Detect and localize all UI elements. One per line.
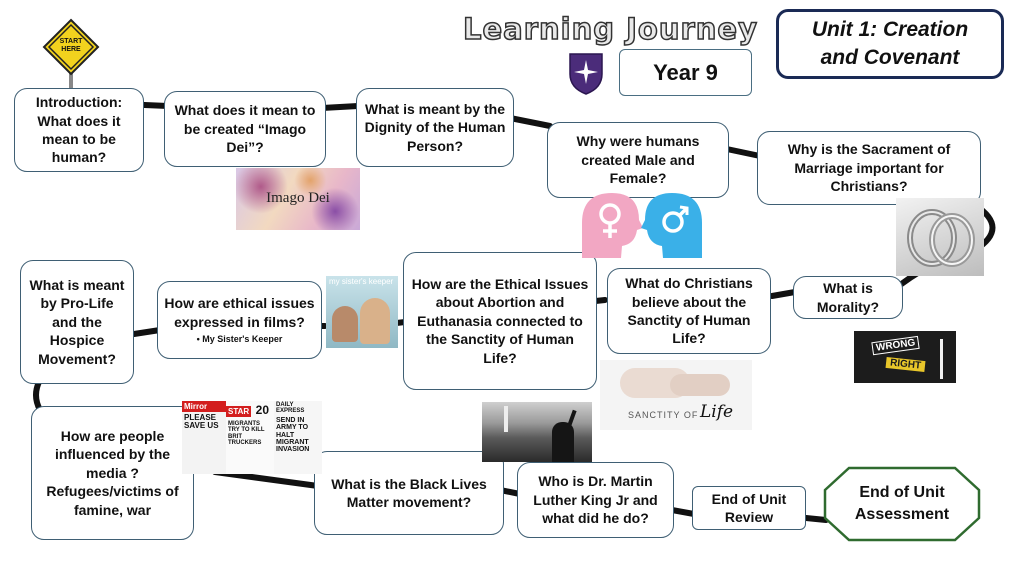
school-crest [566, 50, 606, 96]
step-mlk[interactable]: Who is Dr. Martin Luther King Jr and wha… [517, 462, 674, 538]
step-films-sub: • My Sister's Keeper [196, 334, 283, 345]
step-pro-life-text: What is meant by Pro-Life and the Hospic… [29, 276, 125, 367]
news-masthead-3: DAILY EXPRESS [276, 402, 305, 414]
news-masthead-2: STAR [226, 406, 252, 417]
step-sanctity-text: What do Christians believe about the San… [625, 275, 753, 347]
step-male-female-text: Why were humans created Male and Female? [576, 133, 700, 187]
year-label: Year 9 [619, 49, 752, 96]
film-poster-title: my sister's keeper [329, 277, 394, 286]
unit-title: Unit 1: Creation and Covenant [776, 9, 1004, 79]
step-dignity[interactable]: What is meant by the Dignity of the Huma… [356, 88, 514, 167]
step-media-text: How are people influenced by the media ?… [46, 427, 179, 518]
step-imago-dei[interactable]: What does it mean to be created “Imago D… [164, 91, 326, 167]
imago-dei-caption: Imago Dei [266, 190, 330, 206]
start-here-sign: START HERE [42, 18, 100, 98]
gender-heads-image [577, 188, 707, 258]
step-male-female[interactable]: Why were humans created Male and Female? [547, 122, 729, 198]
step-assessment-text: End of Unit Assessment [854, 483, 950, 523]
wedding-rings-image [896, 198, 984, 276]
step-pro-life[interactable]: What is meant by Pro-Life and the Hospic… [20, 260, 134, 384]
sanctity-caption: SANCTITY OF [628, 410, 699, 420]
octagon-shape [823, 466, 981, 542]
start-sign-icon [42, 18, 100, 98]
page-title: Learning Journey [462, 11, 758, 47]
imago-dei-image: Imago Dei [236, 168, 360, 230]
wrong-right-sign-image: WRONG RIGHT [854, 331, 956, 383]
step-dignity-text: What is meant by the Dignity of the Huma… [364, 100, 506, 154]
wrong-label: WRONG [871, 335, 921, 356]
step-review[interactable]: End of Unit Review [692, 486, 806, 530]
step-marriage[interactable]: Why is the Sacrament of Marriage importa… [757, 131, 981, 205]
news-headline-2: MIGRANTS TRY TO KILL BRIT TRUCKERS [228, 421, 265, 446]
step-assessment[interactable]: End of Unit Assessment [823, 466, 981, 542]
step-abortion-text: How are the Ethical Issues about Abortio… [411, 275, 589, 366]
step-black-lives[interactable]: What is the Black Lives Matter movement? [314, 451, 504, 535]
sanctity-script: Life [700, 402, 734, 422]
step-sanctity[interactable]: What do Christians believe about the San… [607, 268, 771, 354]
step-morality[interactable]: What is Morality? [793, 276, 903, 319]
news-headline-3: SEND IN ARMY TO HALT MIGRANT INVASION [276, 417, 310, 454]
news-number: 20 [255, 403, 269, 417]
unit-title-line1: Unit 1: Creation [811, 17, 969, 41]
step-marriage-text: Why is the Sacrament of Marriage importa… [787, 141, 951, 195]
news-masthead-1: Mirror [182, 401, 226, 412]
step-films-text: How are ethical issues expressed in film… [164, 295, 315, 330]
step-review-text: End of Unit Review [711, 490, 787, 525]
step-abortion[interactable]: How are the Ethical Issues about Abortio… [403, 252, 597, 390]
civil-rights-photo [482, 402, 592, 462]
news-headline-1: PLEASE SAVE US [184, 413, 219, 431]
step-introduction[interactable]: Introduction: What does it mean to be hu… [14, 88, 144, 172]
start-sign-line2: HERE [61, 45, 81, 53]
step-media[interactable]: How are people influenced by the media ?… [31, 406, 194, 540]
unit-title-line2: and Covenant [820, 46, 960, 69]
right-label: RIGHT [885, 356, 926, 373]
step-introduction-text: Introduction: What does it mean to be hu… [35, 94, 123, 166]
film-poster-image: my sister's keeper [326, 276, 398, 348]
step-morality-text: What is Morality? [816, 280, 880, 315]
crest-icon [569, 53, 603, 95]
step-films[interactable]: How are ethical issues expressed in film… [157, 281, 322, 359]
start-sign-line1: START [59, 38, 83, 45]
step-mlk-text: Who is Dr. Martin Luther King Jr and wha… [533, 473, 658, 527]
sanctity-of-life-image: SANCTITY OF Life [600, 360, 752, 430]
step-imago-dei-text: What does it mean to be created “Imago D… [174, 102, 316, 156]
step-black-lives-text: What is the Black Lives Matter movement? [331, 475, 487, 510]
newspapers-image: Mirror PLEASE SAVE US STAR 20 MIGRANTS T… [182, 401, 322, 474]
